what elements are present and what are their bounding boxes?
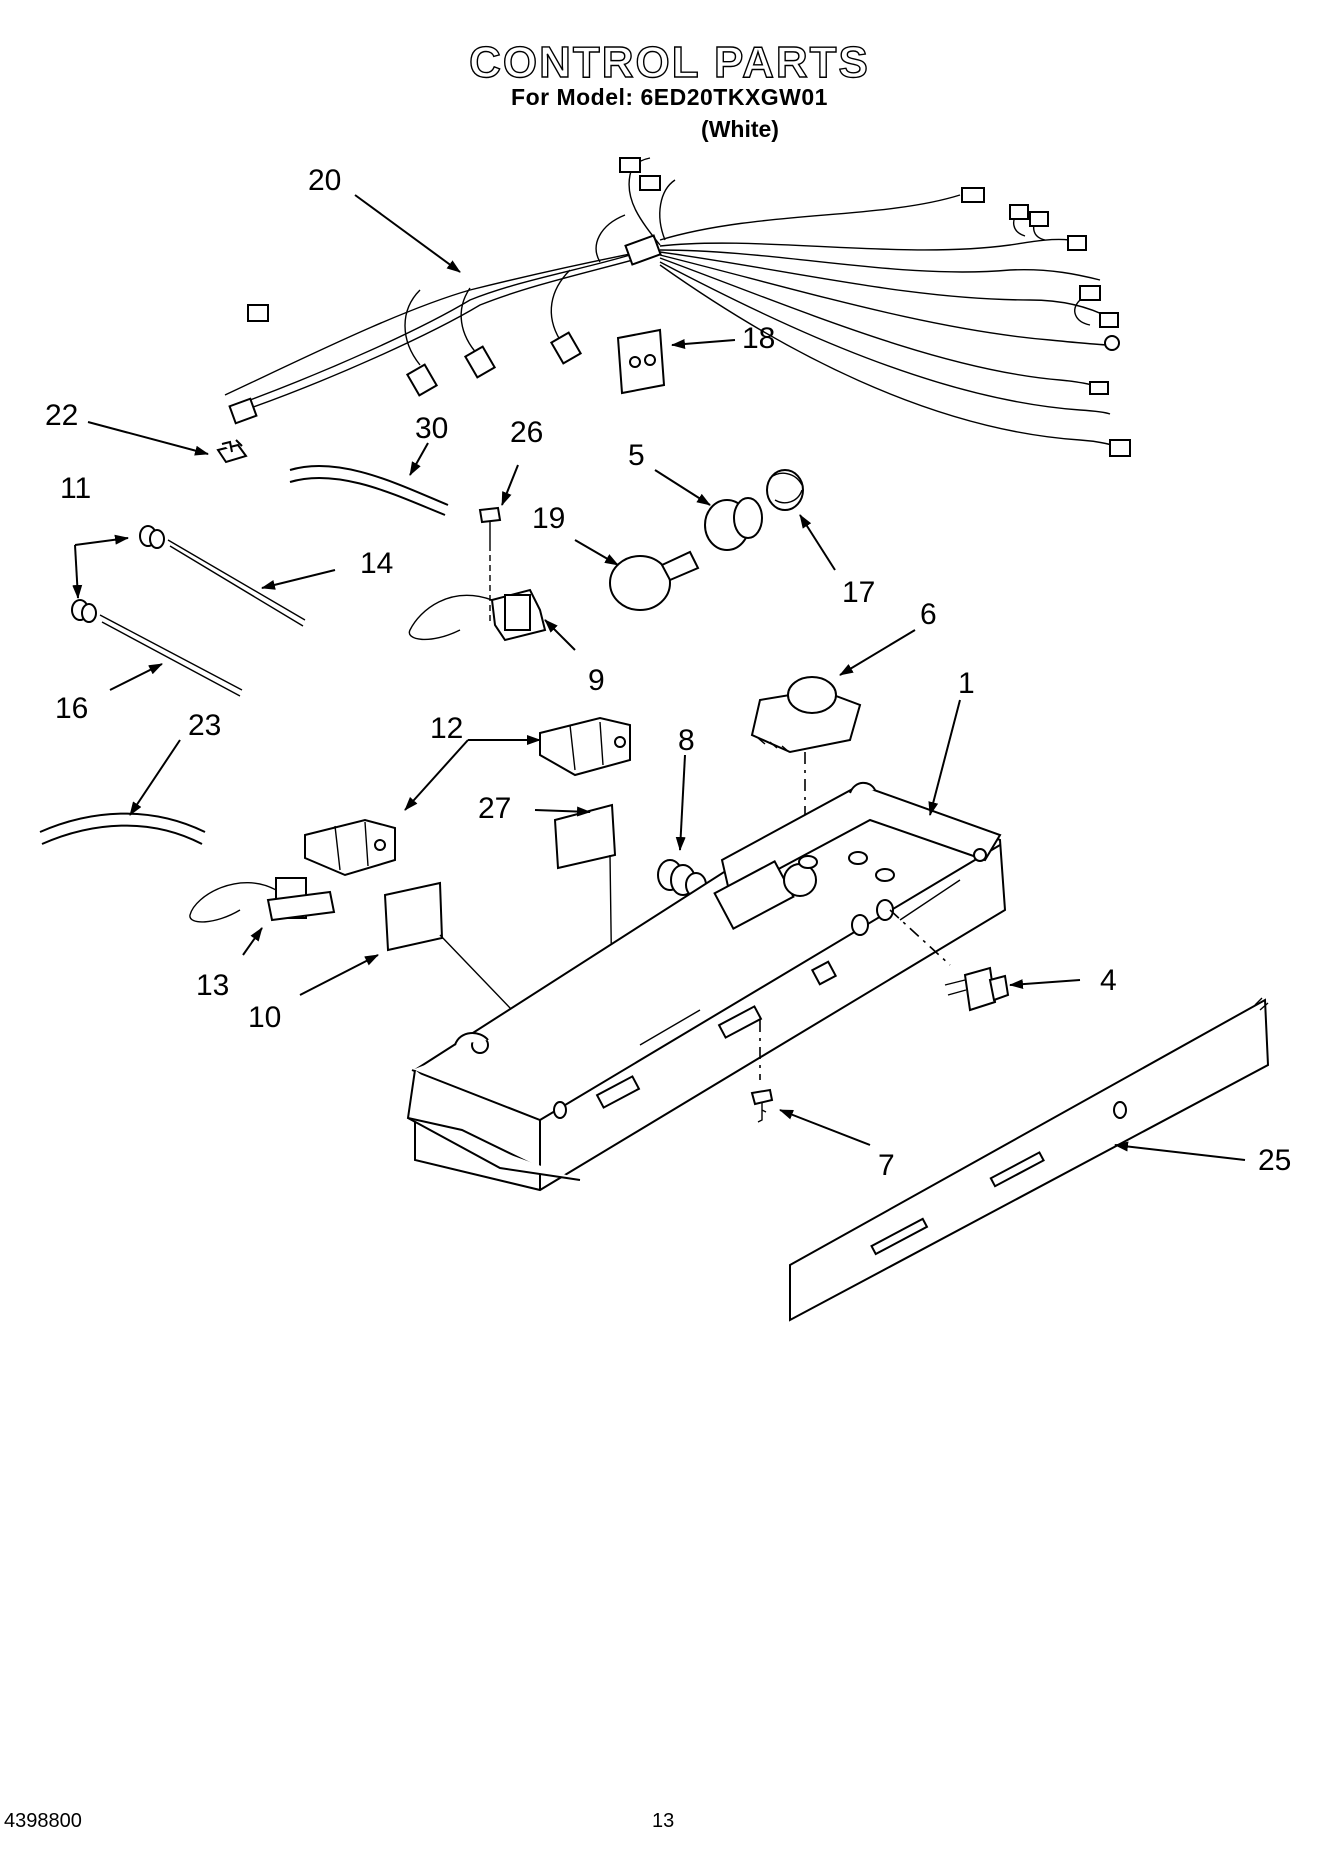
label-part-27 — [553, 803, 617, 870]
light-bulb-part — [609, 550, 700, 611]
timer-part-6 — [750, 676, 862, 754]
tube-part-23 — [39, 812, 206, 833]
label-part-10 — [383, 881, 444, 952]
wire-harness-part — [224, 157, 1131, 457]
callout-4: 4 — [1100, 964, 1117, 997]
switch-part-13 — [189, 877, 336, 923]
callout-25: 25 — [1258, 1144, 1291, 1177]
switch-part-9 — [408, 506, 547, 642]
page-number: 13 — [652, 1810, 675, 1832]
callout-18: 18 — [742, 322, 775, 355]
model-line: For Model: 6ED20TKXGW01 — [511, 84, 828, 110]
switch-part-12-upper — [539, 716, 631, 777]
page-title: CONTROL PARTS — [468, 37, 870, 87]
callout-5: 5 — [628, 439, 645, 472]
thermostat-part-4 — [944, 966, 1010, 1012]
document-number: 4398800 — [4, 1810, 82, 1832]
callout-22: 22 — [45, 399, 78, 432]
socket-part-17 — [766, 469, 804, 511]
callout-1: 1 — [958, 667, 975, 700]
callout-17: 17 — [842, 576, 875, 609]
callout-7: 7 — [878, 1149, 895, 1182]
shaft-parts — [71, 525, 306, 697]
clip-part — [216, 439, 248, 464]
callout-13: 13 — [196, 969, 229, 1002]
color-line: (White) — [701, 116, 779, 142]
callout-23: 23 — [188, 709, 221, 742]
callout-30: 30 — [415, 412, 448, 445]
callout-27: 27 — [478, 792, 511, 825]
callout-8: 8 — [678, 724, 695, 757]
callout-19: 19 — [532, 502, 565, 535]
callout-26: 26 — [510, 416, 543, 449]
leader-arrows — [72, 194, 1246, 1161]
callout-16: 16 — [55, 692, 88, 725]
callout-11: 11 — [60, 472, 91, 505]
socket-part-5 — [704, 497, 763, 551]
control-housing-part-1 — [406, 781, 1007, 1192]
tube-part-30 — [289, 465, 449, 506]
plate-part — [616, 328, 666, 395]
callout-20: 20 — [308, 164, 341, 197]
callout-9: 9 — [588, 664, 605, 697]
callout-6: 6 — [920, 598, 937, 631]
callout-10: 10 — [248, 1001, 281, 1034]
callout-numbers: 20 18 22 30 26 5 11 19 14 17 6 9 1 16 23… — [45, 164, 1291, 1182]
trim-strip-part-25 — [789, 997, 1270, 1322]
switch-part-12-lower — [304, 818, 396, 877]
callout-12: 12 — [430, 712, 463, 745]
screw-part-7 — [750, 1088, 774, 1123]
callout-14: 14 — [360, 547, 393, 580]
knob-part-8 — [657, 859, 707, 898]
